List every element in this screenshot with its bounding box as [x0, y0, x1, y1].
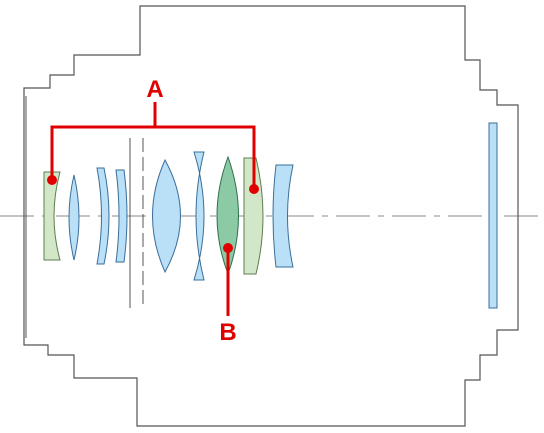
callout-a-dot-left	[47, 175, 57, 185]
callout-b-label: B	[219, 319, 236, 346]
lens-element-3	[96, 167, 110, 265]
callout-b-dot	[223, 243, 233, 253]
lens-barrel-outline	[23, 5, 519, 427]
callout-a-dot-right	[249, 184, 259, 194]
lens-element-6	[193, 151, 205, 281]
lens-element-1	[43, 171, 61, 261]
callout-a-label: A	[146, 76, 163, 103]
lens-element-2	[68, 174, 80, 261]
callout-a-bracket	[50, 102, 256, 189]
lens-element-5	[152, 158, 181, 274]
lens-element-4	[115, 169, 128, 263]
sensor-cover-glass	[488, 122, 498, 309]
lens-element-9	[272, 164, 294, 268]
